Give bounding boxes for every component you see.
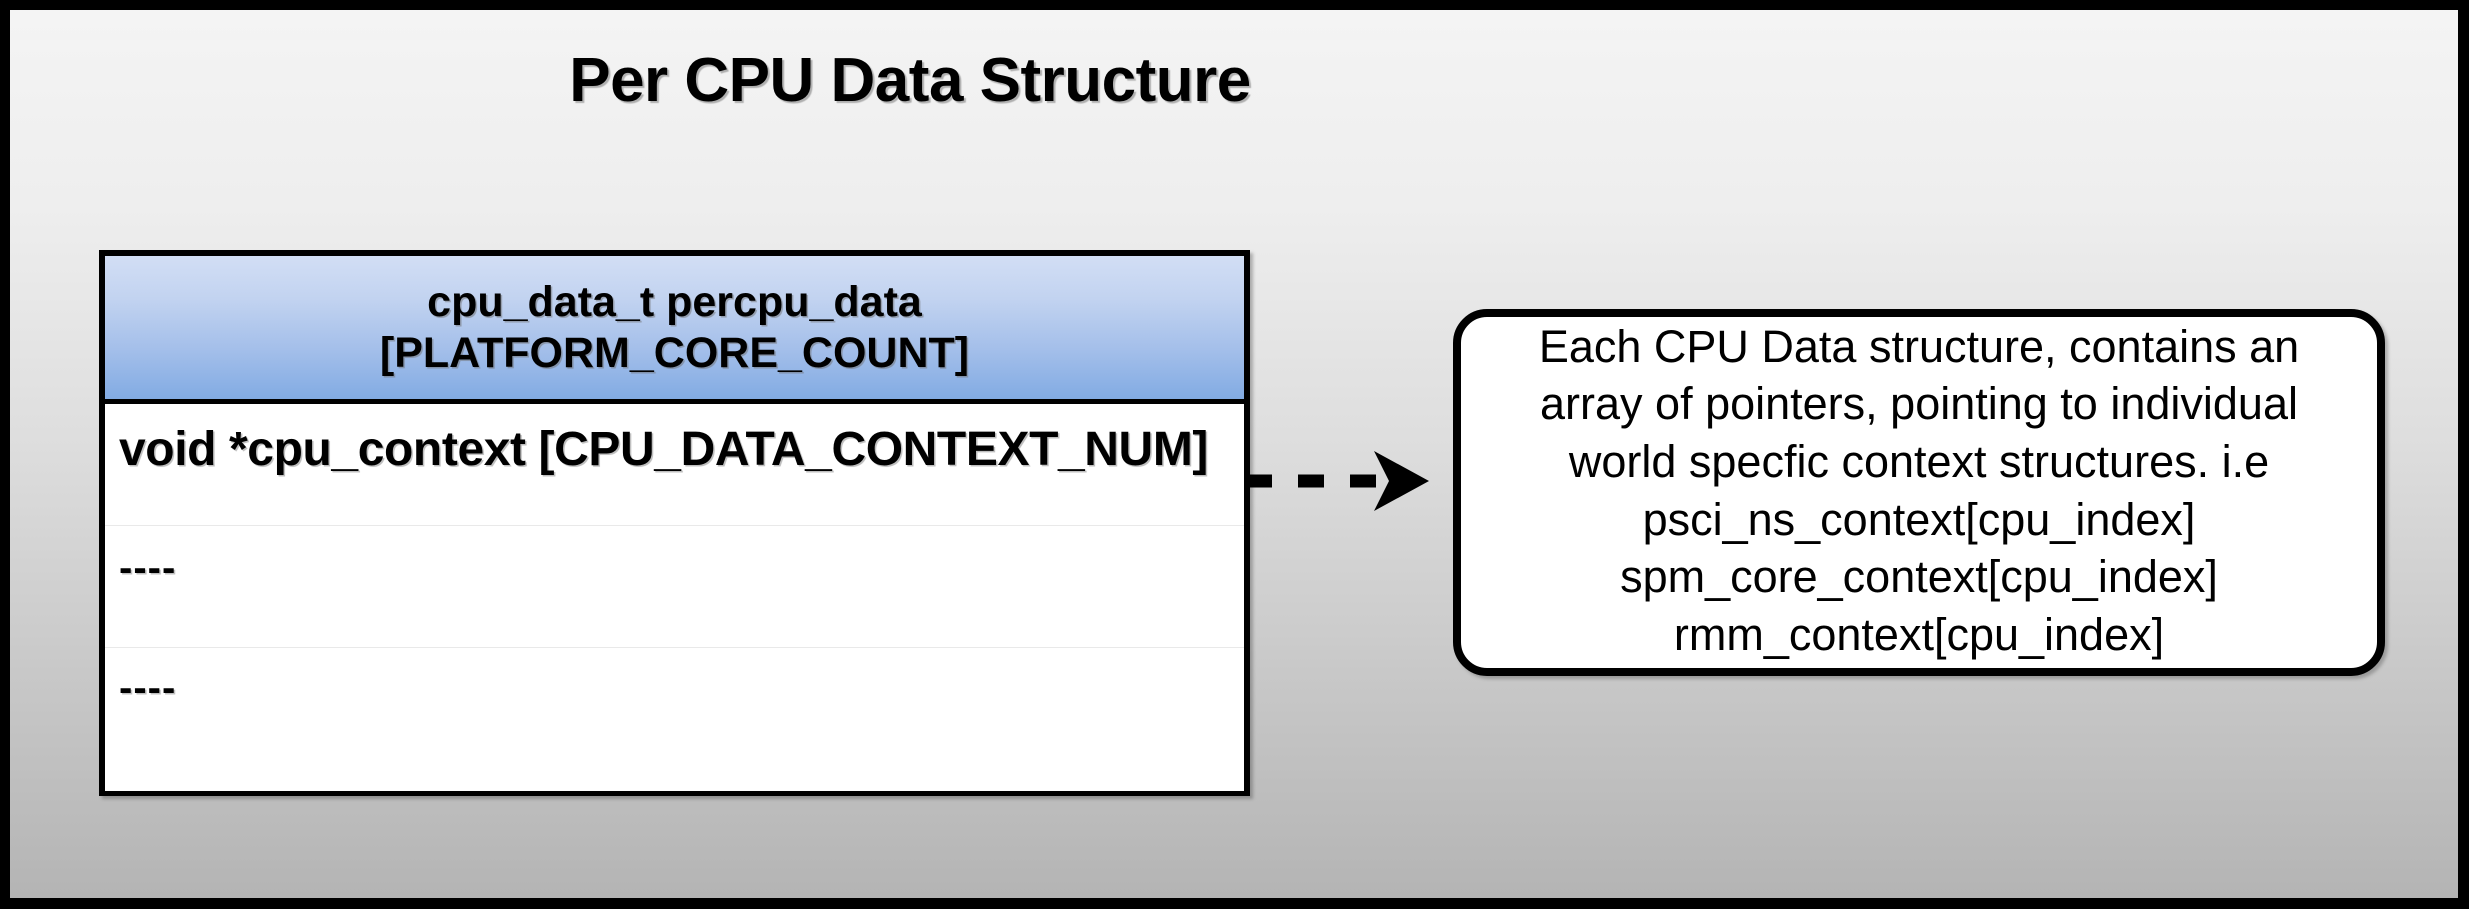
percpu-data-table: cpu_data_t percpu_data [PLATFORM_CORE_CO… [99,250,1250,796]
table-header-cell: cpu_data_t percpu_data [PLATFORM_CORE_CO… [105,256,1244,404]
callout-line-5: spm_core_context[cpu_index] [1620,551,2218,603]
table-row-label: ---- [119,546,177,590]
connector-arrow [1246,448,1436,514]
callout-line-1: Each CPU Data structure, contains an [1538,320,2300,372]
callout-box: Each CPU Data structure, contains an arr… [1453,309,2385,676]
table-header-line-1: cpu_data_t percpu_data [427,278,922,327]
table-row: ---- [105,526,1244,648]
callout-line-2: array of pointers, pointing to individua… [1540,378,2298,430]
table-header-text: cpu_data_t percpu_data [PLATFORM_CORE_CO… [380,277,969,378]
slide-canvas: Per CPU Data Structure cpu_data_t percpu… [10,10,2458,898]
callout-line-3: world specfic context structures. i.e [1568,435,2270,487]
table-body: void *cpu_context [CPU_DATA_CONTEXT_NUM]… [105,404,1244,791]
dashed-arrow-icon [1246,451,1429,511]
table-row-label: void *cpu_context [CPU_DATA_CONTEXT_NUM] [119,423,1208,476]
table-row: ---- [105,648,1244,791]
callout-line-4: psci_ns_context[cpu_index] [1642,493,2196,545]
arrow-head [1374,451,1429,511]
table-row-label: ---- [119,666,177,710]
table-header-line-2: [PLATFORM_CORE_COUNT] [379,328,970,377]
callout-text: Each CPU Data structure, contains an arr… [1479,318,2359,664]
page-title: Per CPU Data Structure [569,46,1251,115]
callout-line-6: rmm_context[cpu_index] [1673,608,2165,660]
table-row: void *cpu_context [CPU_DATA_CONTEXT_NUM] [105,404,1244,526]
